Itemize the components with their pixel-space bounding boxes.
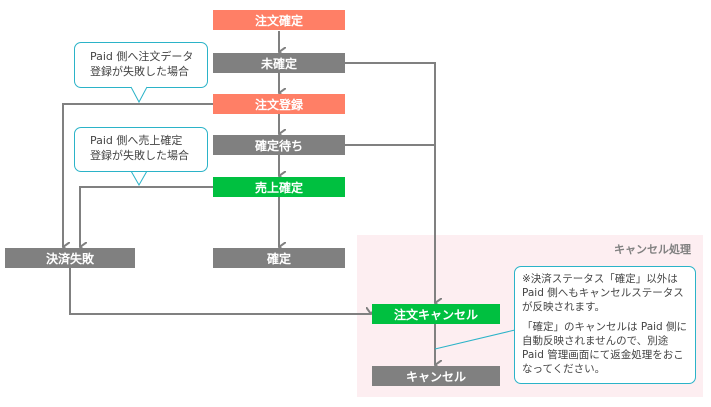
node-unconfirmed: 未確定 — [213, 53, 345, 73]
callout-line: Paid 側へ売上確定 — [90, 134, 183, 147]
node-order-cancel: 注文キャンセル — [372, 304, 500, 324]
arrow — [79, 186, 213, 247]
arrow — [345, 62, 435, 303]
arrow — [62, 103, 213, 247]
node-payment-failed: 決済失敗 — [5, 248, 135, 268]
note-paragraph: ※決済ステータス「確定」以外は Paid 側へもキャンセルステータスが反映されま… — [522, 273, 684, 313]
arrow — [69, 268, 371, 315]
callout-line: 登録が失敗した場合 — [90, 149, 189, 162]
note-paragraph: 「確定」のキャンセルは Paid 側に自動反映されませんので、別途 Paid 管… — [522, 321, 688, 375]
node-confirmed: 確定 — [213, 248, 345, 268]
node-sales-confirm: 売上確定 — [213, 177, 345, 197]
node-order-confirm: 注文確定 — [213, 10, 345, 30]
callout-line: 登録が失敗した場合 — [90, 65, 189, 78]
callout-line: Paid 側へ注文データ — [90, 50, 194, 63]
node-order-register: 注文登録 — [213, 94, 345, 114]
node-cancel: キャンセル — [372, 366, 500, 386]
callout-cancel-note: ※決済ステータス「確定」以外は Paid 側へもキャンセルステータスが反映されま… — [514, 266, 696, 384]
node-awaiting: 確定待ち — [213, 135, 345, 155]
region-title: キャンセル処理 — [614, 243, 691, 256]
callout-sales-fail: Paid 側へ売上確定 登録が失敗した場合 — [74, 127, 208, 172]
